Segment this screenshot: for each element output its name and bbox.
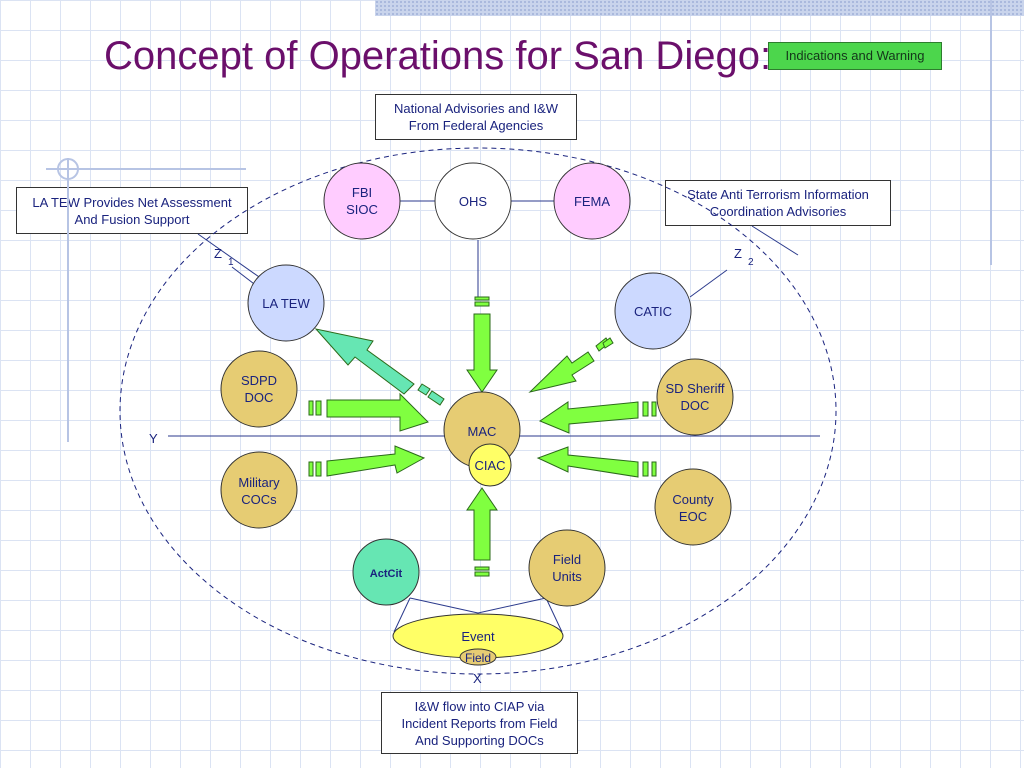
node-fema: FEMA	[553, 162, 631, 240]
node-label: COCs	[241, 492, 277, 507]
arrow-catic-to-mac	[528, 337, 614, 393]
node-label: CATIC	[634, 304, 672, 319]
event-to-field-units-line	[477, 597, 547, 614]
node-label: CIAC	[474, 458, 505, 473]
axis-label-z1: Z	[214, 246, 222, 261]
callout-line: LA TEW Provides Net Assessment	[32, 194, 232, 210]
callout-line: National Advisories and I&W	[393, 101, 559, 116]
arrow-ciac-inbound-bottom	[466, 487, 498, 577]
node-field: Field	[459, 648, 497, 666]
node-label: ActCit	[370, 568, 403, 580]
node-la-tew: LA TEW	[247, 264, 325, 342]
arrow-military-to-mac	[308, 445, 426, 477]
node-label: Field	[465, 651, 491, 665]
event-left-line	[393, 597, 411, 633]
node-label: OHS	[459, 194, 488, 209]
callout-line: And Fusion Support	[74, 211, 190, 227]
node-ciac: CIAC	[468, 443, 512, 487]
callout-line: Incident Reports from Field	[401, 715, 558, 731]
z2-axis-line	[689, 269, 728, 298]
callout-line: I&W flow into CIAP via	[414, 698, 545, 714]
node-county-eoc: County EOC	[654, 468, 732, 546]
callout-line: And Supporting DOCs	[415, 732, 544, 748]
state-advisories-callout: State Anti Terrorism Information Coordin…	[665, 180, 891, 226]
decorative-vertical-line	[990, 0, 992, 265]
callout-line: Coordination Advisories	[709, 204, 847, 219]
arrow-sheriff-to-mac	[538, 401, 657, 434]
decorative-header-strip	[375, 0, 1024, 16]
node-military-cocs: Military COCs	[220, 451, 298, 529]
arrow-sdpd-to-mac	[308, 392, 429, 432]
node-label: Event	[461, 629, 495, 644]
node-label: SDPD	[241, 373, 277, 388]
event-to-actcit-line	[409, 597, 479, 614]
node-label: DOC	[681, 398, 710, 413]
axis-label-y: Y	[149, 431, 158, 446]
axis-label-z2-sub: 2	[748, 257, 754, 268]
decorative-crosshair	[46, 158, 246, 442]
state-callout-leader	[751, 225, 799, 256]
operational-boundary	[119, 147, 837, 675]
node-catic: CATIC	[614, 272, 692, 350]
node-label: LA TEW	[262, 296, 310, 311]
indications-warning-tag: Indications and Warning	[768, 42, 942, 70]
node-sdpd-doc: SDPD DOC	[220, 350, 298, 428]
node-label: Military	[238, 475, 280, 490]
arrow-mac-to-la-tew	[314, 328, 445, 406]
axis-label-z2: Z	[734, 246, 742, 261]
callout-line: From Federal Agencies	[408, 118, 544, 133]
slide-title: Concept of Operations for San Diego:	[104, 34, 772, 78]
node-sd-sheriff-doc: SD Sheriff DOC	[656, 358, 734, 436]
node-label: County	[672, 492, 714, 507]
la-tew-callout: LA TEW Provides Net Assessment And Fusio…	[16, 187, 248, 234]
node-label: DOC	[245, 390, 274, 405]
arrow-ohs-to-mac	[466, 296, 498, 393]
arrow-county-to-ciac	[536, 446, 657, 478]
iw-flow-callout: I&W flow into CIAP via Incident Reports …	[381, 692, 578, 754]
arrows-layer	[308, 296, 657, 577]
node-actcit: ActCit	[352, 538, 420, 606]
axis-label-x: X	[473, 671, 482, 686]
node-label: FBI	[352, 185, 372, 200]
node-fbi-sioc: FBI SIOC	[323, 162, 401, 240]
axis-label-z1-sub: 1	[228, 257, 234, 268]
la-tew-callout-leader	[197, 233, 263, 280]
node-label: EOC	[679, 509, 707, 524]
node-label: FEMA	[574, 194, 610, 209]
node-label: Field	[553, 552, 581, 567]
event-right-line	[545, 597, 563, 633]
node-label: Units	[552, 569, 582, 584]
node-label: SIOC	[346, 202, 378, 217]
callout-line: State Anti Terrorism Information	[687, 187, 869, 202]
node-ohs: OHS	[434, 162, 512, 240]
national-advisories-callout: National Advisories and I&W From Federal…	[375, 94, 577, 140]
node-label: SD Sheriff	[665, 381, 724, 396]
node-field-units: Field Units	[528, 529, 606, 607]
node-label: MAC	[468, 424, 497, 439]
